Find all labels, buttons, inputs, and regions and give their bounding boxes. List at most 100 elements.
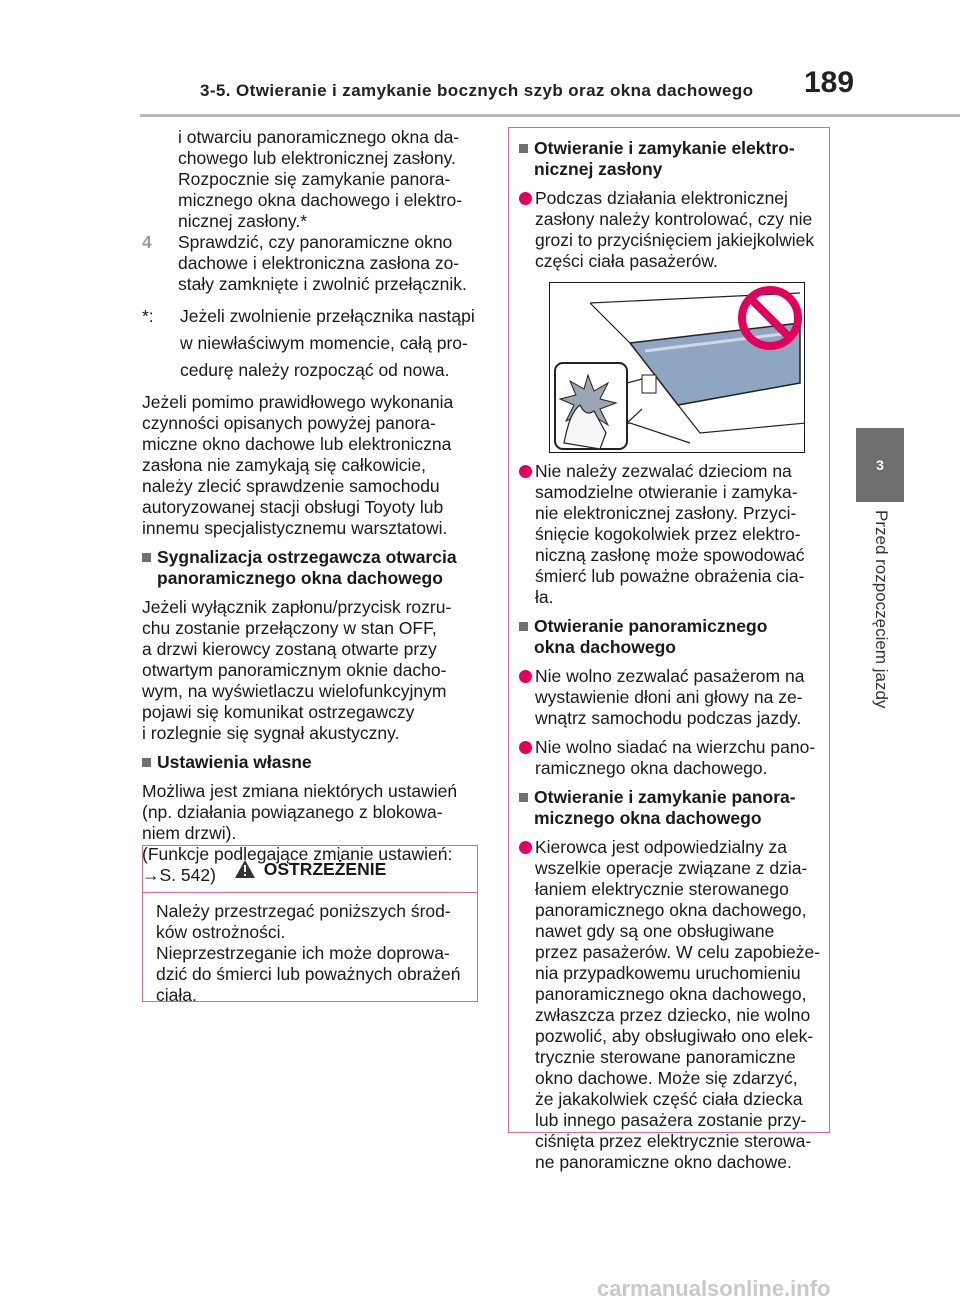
text-line: Kierowca jest odpowiedzialny za <box>535 837 787 857</box>
section-heading: Sygnalizacja ostrzegawcza otwarcia panor… <box>142 547 482 589</box>
text-line: ciała. <box>156 985 197 1005</box>
text-line: zasłony należy kontrolować, czy nie <box>535 209 813 229</box>
page-reference-link[interactable]: →S. 542) <box>142 865 216 885</box>
text-line: i otwarciu panoramicznego okna da- <box>178 127 460 147</box>
text-line: Ustawienia własne <box>157 752 312 772</box>
square-bullet-icon <box>519 793 528 802</box>
text-line: Sygnalizacja ostrzegawcza otwarcia <box>157 547 457 567</box>
text-line: panoramicznego okna dachowego, <box>535 900 807 920</box>
text-line: śnięcie kogokolwiek przez elektro- <box>535 524 801 544</box>
text-line: nicznej zasłony.* <box>178 211 308 231</box>
text-line: trycznie sterowane panoramiczne <box>535 1047 796 1067</box>
text-line: nie elektronicznej zasłony. Przyci- <box>535 503 797 523</box>
bullet-dot-icon <box>519 741 532 754</box>
paragraph: Jeżeli pomimo prawidłowego wykonania czy… <box>142 392 482 539</box>
text-line: autoryzowanej stacji obsługi Toyoty lub <box>142 497 444 517</box>
text-line: Otwieranie panoramicznego <box>534 616 768 636</box>
bullet-item: Kierowca jest odpowiedzialny za wszelkie… <box>519 837 827 1173</box>
text-line: czynności opisanych powyżej panora- <box>142 413 436 433</box>
text-line: Jeżeli zwolnienie przełącznika nastąpi <box>180 306 475 326</box>
bullet-item: Nie należy zezwalać dzieciom na samodzie… <box>519 461 827 608</box>
text-line: nicznej zasłony <box>534 159 663 179</box>
square-bullet-icon <box>142 758 151 767</box>
text-line: pozwolić, aby obsługiwało ono elek- <box>535 1026 814 1046</box>
text-line: części ciała pasażerów. <box>535 251 718 271</box>
text-line: Nie należy zezwalać dzieciom na <box>535 461 792 481</box>
text-line: okno dachowe. Może się zdarzyć, <box>535 1068 798 1088</box>
text-line: chowego lub elektronicznej zasłony. <box>178 148 456 168</box>
header-rule <box>140 114 960 117</box>
text-line: Jeżeli wyłącznik zapłonu/przycisk rozru- <box>142 597 452 617</box>
text-line: samodzielne otwieranie i zamyka- <box>535 482 798 502</box>
warning-triangle-icon <box>234 860 255 878</box>
text-line: cedurę należy rozpocząć od nowa. <box>180 360 450 380</box>
bullet-item: Podczas działania elektronicznej zasłony… <box>519 188 827 272</box>
text-line: Nie wolno siadać na wierzchu pano- <box>535 737 816 757</box>
text-line: Nie wolno zezwalać pasażerom na <box>535 666 805 686</box>
text-line: Rozpocznie się zamykanie panora- <box>178 169 451 189</box>
text-line: Otwieranie i zamykanie panora- <box>534 787 796 807</box>
text-line: Sprawdzić, czy panoramiczne okno <box>178 232 453 252</box>
text-line: nia przypadkowemu uruchomieniu <box>535 963 801 983</box>
footnote-mark: *: <box>142 306 154 326</box>
text-line: śmierć lub poważne obrażenia cia- <box>535 566 805 586</box>
bullet-item: Nie wolno zezwalać pasażerom na wystawie… <box>519 666 827 729</box>
text-line: dzić do śmierci lub poważnych obrażeń <box>156 964 461 984</box>
text-line: lub innego pasażera zostanie przy- <box>535 1110 807 1130</box>
text-line: Podczas działania elektronicznej <box>535 188 788 208</box>
site-watermark: carmanualsonline.info <box>597 1276 831 1301</box>
section-heading: Otwieranie i zamykanie panora- micznego … <box>519 787 827 829</box>
bullet-dot-icon <box>519 192 532 205</box>
text-line: wym, na wyświetlaczu wielofunkcyjnym <box>142 681 447 701</box>
text-line: zwłaszcza przez dziecko, nie wolno <box>535 1005 811 1025</box>
prohibition-sign-icon <box>738 286 802 350</box>
text-line: dachowe i elektroniczna zasłona zo- <box>178 253 460 273</box>
step-4: 4 Sprawdzić, czy panoramiczne okno dacho… <box>142 232 482 295</box>
text-line: chu zostanie przełączony w stan OFF, <box>142 618 437 638</box>
text-line: Nieprzestrzeganie ich może doprowa- <box>156 943 450 963</box>
text-line: pojawi się komunikat ostrzegawczy <box>142 702 415 722</box>
sunroof-pinch-illustration <box>549 282 805 453</box>
text-line: wszelkie operacje związane z dzia- <box>535 858 808 878</box>
text-line: grozi to przyciśnięciem jakiejkolwiek <box>535 230 815 250</box>
text-line: miczne okno dachowe lub elektroniczna <box>142 434 452 454</box>
section-heading: Otwieranie i zamykanie elektro- nicznej … <box>519 138 827 180</box>
text-line: ła. <box>535 587 554 607</box>
text-line: ciśnięta przez elektrycznie sterowa- <box>535 1131 812 1151</box>
section-heading: Otwieranie panoramicznego okna dachowego <box>519 616 827 658</box>
left-column: i otwarciu panoramicznego okna da- chowe… <box>142 127 482 886</box>
text-line: Jeżeli pomimo prawidłowego wykonania <box>142 392 454 412</box>
text-line: stały zamknięte i zwolnić przełącznik. <box>178 274 467 294</box>
text-line: że jakakolwiek część ciała dziecka <box>535 1089 803 1109</box>
text-line: Otwieranie i zamykanie elektro- <box>534 138 795 158</box>
text-line: ramicznego okna dachowego. <box>535 758 768 778</box>
text-line: innemu specjalistycznemu warsztatowi. <box>142 518 448 538</box>
text-line: (Funkcje podlegające zmianie ustawień: <box>142 844 453 864</box>
footnote: *: Jeżeli zwolnienie przełącznika nastąp… <box>142 303 482 384</box>
bullet-dot-icon <box>519 465 532 478</box>
warning-body: Należy przestrzegać poniższych środ- ków… <box>143 893 477 1006</box>
text-line: należy zlecić sprawdzenie samochodu <box>142 476 440 496</box>
text-line: Należy przestrzegać poniższych środ- <box>156 901 451 921</box>
square-bullet-icon <box>142 553 151 562</box>
bullet-item: Nie wolno siadać na wierzchu pano- ramic… <box>519 737 827 779</box>
text-line: wystawienie dłoni ani głowy na ze- <box>535 687 803 707</box>
text-line: okna dachowego <box>534 637 676 657</box>
text-line: w niewłaściwym momencie, całą pro- <box>180 333 468 353</box>
text-line: panoramicznego okna dachowego <box>157 568 443 588</box>
paragraph: Jeżeli wyłącznik zapłonu/przycisk rozru-… <box>142 597 482 744</box>
text-line: ków ostrożności. <box>156 922 286 942</box>
paragraph: Możliwa jest zmiana niektórych ustawień … <box>142 781 482 886</box>
text-line: wnątrz samochodu podczas jazdy. <box>535 708 802 728</box>
text-line: micznego okna dachowego i elektro- <box>178 190 463 210</box>
text-line: zasłona nie zamykają się całkowicie, <box>142 455 427 475</box>
text-line: i rozlegnie się sygnał akustyczny. <box>142 723 400 743</box>
text-line: micznego okna dachowego <box>534 808 762 828</box>
warning-box: OSTRZEŻENIE Należy przestrzegać poniższy… <box>142 845 478 1005</box>
page-header-title: 3-5. Otwieranie i zamykanie bocznych szy… <box>200 81 754 100</box>
warning-title: OSTRZEŻENIE <box>263 858 387 879</box>
chapter-label: Przed rozpoczęciem jazdy <box>872 510 891 709</box>
chapter-tab: 3 <box>856 428 904 502</box>
step3-continuation: i otwarciu panoramicznego okna da- chowe… <box>142 127 482 232</box>
bullet-dot-icon <box>519 670 532 683</box>
